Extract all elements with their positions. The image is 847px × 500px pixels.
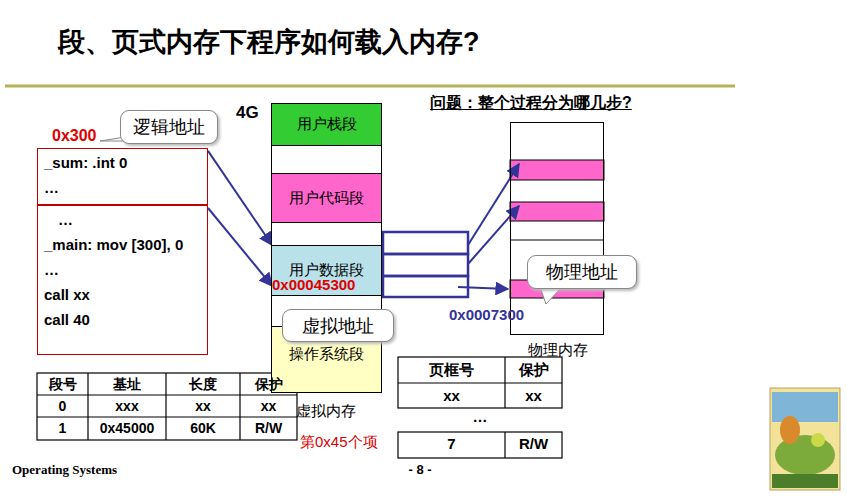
- code-section: _sum: .int 0…: [37, 148, 208, 205]
- text-label: 0x300: [52, 127, 97, 145]
- text-label: xxx: [88, 398, 166, 414]
- slide-title: 段、页式内存下程序如何载入内存?: [58, 24, 480, 60]
- page-frame: [510, 160, 604, 180]
- text-label: 0x00045300: [272, 276, 355, 293]
- text-label: 1: [37, 420, 88, 436]
- physical-memory: 物理内存: [510, 122, 604, 335]
- map-arrow: [458, 287, 508, 289]
- node-text: …: [44, 257, 207, 282]
- text-label: xx: [398, 387, 505, 404]
- node-text: …: [44, 175, 207, 200]
- map-arrow: [468, 164, 519, 245]
- virtual-memory: 4G虚拟内存用户栈段用户代码段用户数据段操作系统段: [271, 103, 382, 393]
- text-label: Operating Systems: [12, 462, 117, 478]
- node-text: …: [44, 207, 207, 232]
- node-text: _sum: .int 0: [44, 150, 207, 175]
- node-text: call xx: [44, 282, 207, 307]
- book-picture: [770, 388, 840, 490]
- text-label: xx: [505, 387, 562, 404]
- node-text: 用户栈段: [297, 115, 357, 134]
- text-label: 段号: [37, 376, 88, 394]
- node-text: 4G: [236, 103, 259, 123]
- text-label: 长度: [166, 376, 240, 394]
- node-text: 物理地址: [546, 260, 618, 284]
- page-entry: [383, 232, 468, 254]
- page-entry: [383, 276, 468, 297]
- page-entry: [383, 254, 468, 276]
- node-text: 虚拟地址: [302, 314, 374, 338]
- text-label: 保护: [505, 361, 562, 380]
- node-text: 用户代码段: [289, 189, 364, 208]
- memory-segment: 用户栈段: [272, 104, 381, 146]
- node-text: 物理内存: [499, 341, 617, 360]
- text-label: 问题：整个过程分为哪几步?: [430, 93, 632, 114]
- text-label: 0x0007300: [449, 306, 524, 323]
- memory-segment: 用户代码段: [272, 173, 381, 223]
- node-text: 逻辑地址: [133, 115, 205, 139]
- text-label: 60K: [166, 420, 240, 436]
- connector-arrow: [208, 151, 272, 245]
- page-table-grid: [398, 357, 562, 458]
- text-label: 基址: [88, 376, 166, 394]
- callout-box: 逻辑地址: [120, 110, 218, 144]
- text-label: 0x45000: [88, 420, 166, 436]
- text-label: 页框号: [398, 361, 505, 380]
- callout-tail: [540, 287, 562, 304]
- text-label: xx: [166, 398, 240, 414]
- page-frame: [510, 202, 604, 221]
- frame-line: [510, 240, 604, 241]
- node-text: _main: mov [300], 0: [44, 232, 207, 257]
- text-label: 7: [398, 435, 505, 452]
- text-label: 第0x45个项: [300, 433, 378, 452]
- code-section: …_main: mov [300], 0…call xxcall 40: [37, 205, 208, 355]
- text-label: …: [398, 408, 562, 425]
- text-label: xx: [240, 398, 297, 414]
- node-text: call 40: [44, 307, 207, 332]
- text-label: R/W: [505, 435, 562, 452]
- text-label: 0: [37, 398, 88, 414]
- segment-table-grid: [37, 373, 297, 440]
- text-label: R/W: [240, 420, 297, 436]
- text-label: 保护: [240, 376, 297, 394]
- text-label: - 8 -: [395, 462, 445, 477]
- connector-arrow: [208, 208, 272, 286]
- callout-box: 物理地址: [527, 255, 637, 289]
- node-text: 虚拟内存: [257, 402, 395, 421]
- node-text: 操作系统段: [289, 345, 364, 364]
- callout-box: 虚拟地址: [282, 309, 394, 342]
- map-arrow: [468, 206, 519, 264]
- title-rule: [5, 85, 735, 88]
